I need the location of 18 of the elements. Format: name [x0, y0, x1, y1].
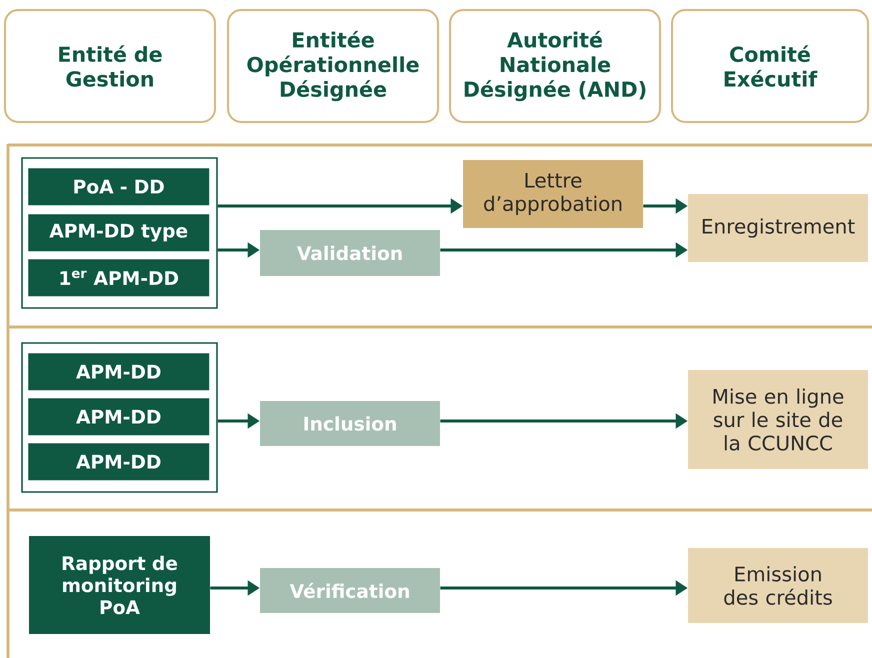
process-box: APM-DD type: [28, 214, 210, 252]
process-box: APM-DD: [28, 398, 210, 436]
header-box: Entitée Opérationnelle Désignée: [227, 9, 439, 123]
process-box: APM-DD: [28, 353, 210, 390]
process-box: 1$^{er}$ APM-DD: [28, 259, 210, 296]
result-box: Mise en ligne sur le site de la CCUNCC: [688, 370, 868, 469]
header-box: Autorité Nationale Désignée (AND): [449, 9, 661, 123]
step-box: Vérification: [260, 568, 440, 613]
header-box: Comité Exécutif: [671, 9, 869, 123]
process-box: Rapport de monitoring PoA: [29, 536, 210, 634]
process-box: APM-DD: [28, 443, 210, 480]
letter-box: Lettre d’approbation: [463, 160, 643, 228]
process-box: PoA - DD: [28, 168, 210, 206]
step-box: Validation: [260, 230, 440, 276]
step-box: Inclusion: [260, 401, 440, 446]
header-box: Entité de Gestion: [4, 9, 216, 123]
result-box: Enregistrement: [688, 194, 868, 262]
result-box: Emission des crédits: [688, 548, 868, 623]
